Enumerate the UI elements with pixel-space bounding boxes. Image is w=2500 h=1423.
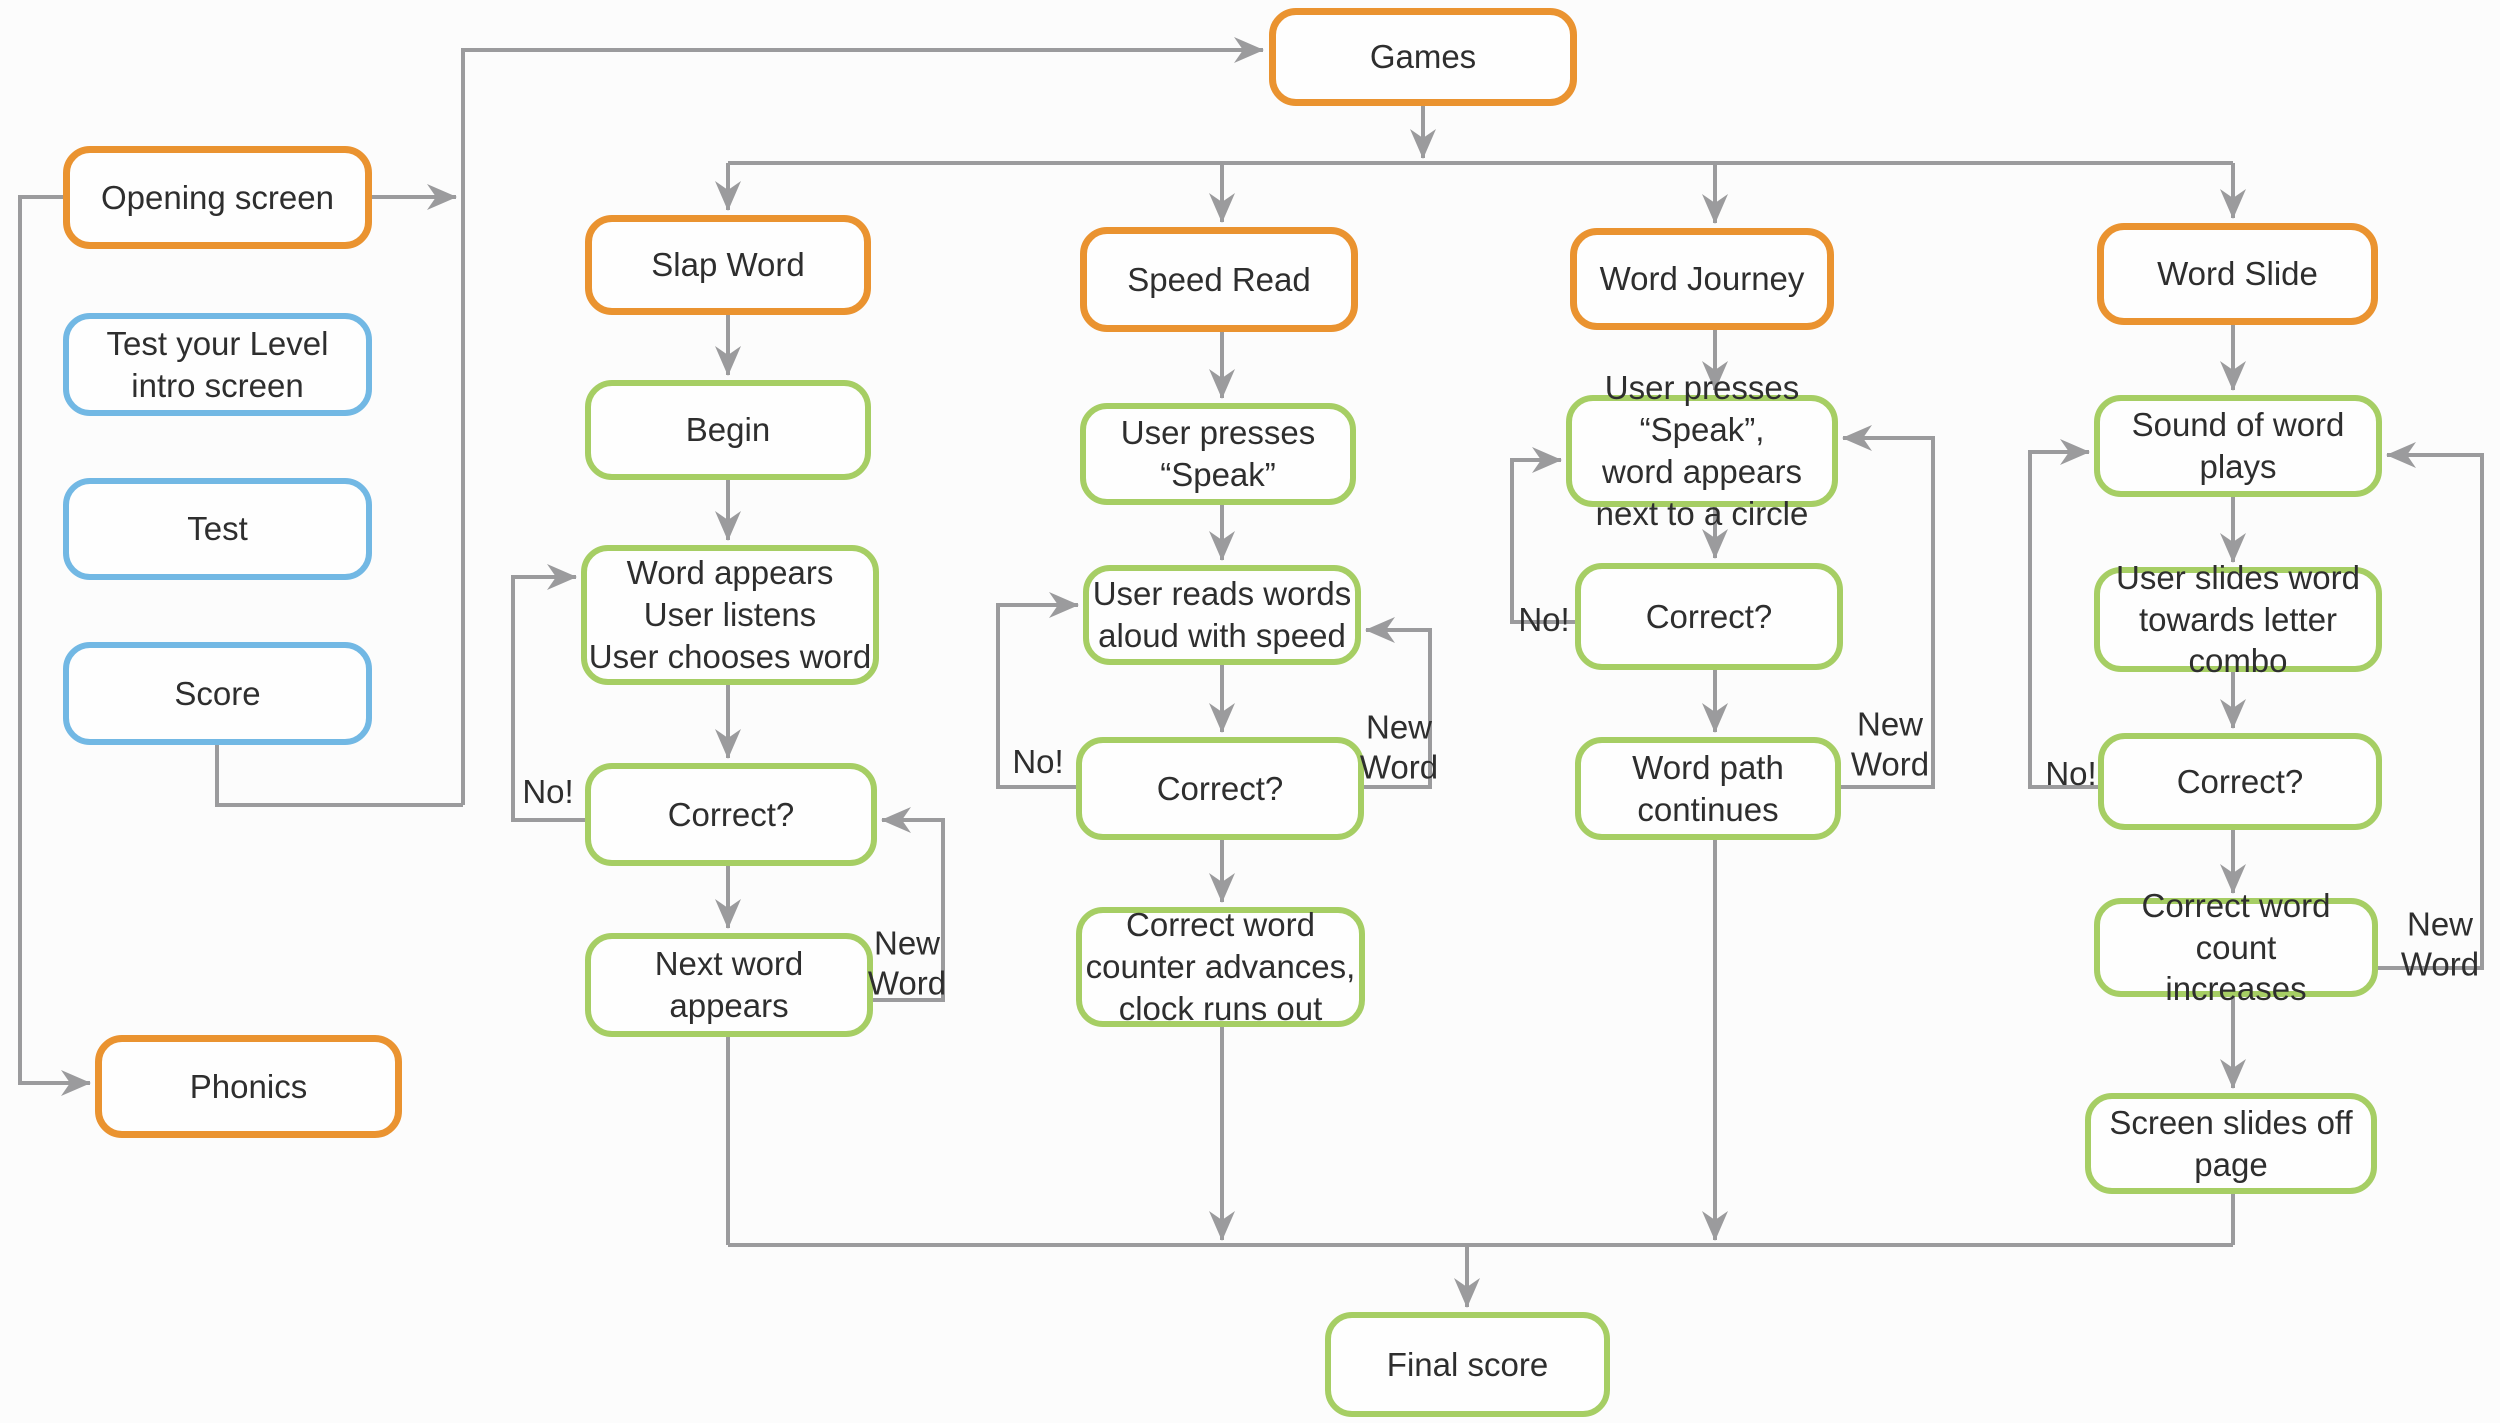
node-begin: Begin — [585, 380, 871, 480]
node-label-games: Games — [1369, 38, 1477, 76]
node-label-speed-read: Speed Read — [1127, 260, 1311, 298]
edge-speed-new-word-loop — [1364, 617, 1432, 789]
node-correct-sr: Correct? — [1076, 737, 1364, 840]
speed-no-label: No! — [1012, 743, 1064, 781]
node-label-final-score: Final score — [1386, 1345, 1549, 1383]
node-word-journey: Word Journey — [1570, 228, 1834, 330]
node-label-word-journey: Word Journey — [1599, 260, 1805, 298]
node-label-user-presses-speak-wj: User presses “Speak”, word appears next … — [1595, 369, 1809, 532]
node-word-appears: Word appears User listens User chooses w… — [581, 545, 879, 685]
node-slap-word: Slap Word — [585, 215, 871, 315]
node-user-reads-words: User reads words aloud with speed — [1083, 565, 1361, 665]
node-label-opening-screen: Opening screen — [101, 178, 334, 216]
edge-opening-to-phonics — [18, 195, 91, 1096]
slap-no-label: No! — [522, 773, 574, 811]
node-count-increases: Correct word count increases — [2094, 887, 2378, 1007]
edge-score-down-to-riser — [215, 745, 463, 807]
node-sound-of-word-plays: Sound of word plays — [2094, 395, 2382, 497]
node-screen-slides: Screen slides off page — [2085, 1093, 2377, 1194]
node-user-slides-word: User slides word towards letter combo — [2094, 559, 2382, 679]
node-label-word-appears: Word appears User listens User chooses w… — [588, 554, 872, 675]
node-label-correct-ws: Correct? — [2176, 762, 2304, 800]
edge-slap-no-loop — [511, 564, 585, 822]
node-label-screen-slides: Screen slides off page — [2109, 1103, 2353, 1183]
node-final-score: Final score — [1325, 1312, 1610, 1417]
journey-no-label: No! — [1518, 601, 1570, 639]
slap-new-word-label: New Word — [867, 924, 947, 1001]
edge-journey-no-loop — [1510, 447, 1575, 624]
node-counter-advances: Correct word counter advances, clock run… — [1076, 906, 1365, 1027]
node-label-user-reads-words: User reads words aloud with speed — [1092, 575, 1352, 654]
node-label-correct-sr: Correct? — [1156, 769, 1284, 807]
node-label-user-presses-speak-sr: User presses “Speak” — [1120, 414, 1316, 493]
node-label-sound-of-word-plays: Sound of word plays — [2131, 406, 2345, 485]
node-games: Games — [1269, 8, 1577, 106]
node-correct-wj: Correct? — [1575, 563, 1843, 670]
edge-journey-new-word-loop — [1841, 425, 1935, 789]
journey-new-word-label: New Word — [1850, 705, 1930, 782]
edge-slide-new-word-loop — [2378, 442, 2484, 970]
edge-speed-no-loop — [996, 592, 1079, 789]
node-user-presses-speak-wj: User presses “Speak”, word appears next … — [1566, 369, 1838, 532]
node-correct-ws: Correct? — [2098, 733, 2382, 830]
node-label-correct-wj: Correct? — [1645, 597, 1773, 635]
node-test-your-level: Test your Level intro screen — [63, 313, 372, 416]
node-next-word-appears: Next word appears — [585, 933, 873, 1037]
edge-riser-up-to-games — [461, 37, 1264, 805]
node-label-test: Test — [187, 510, 248, 548]
node-label-test-your-level: Test your Level intro screen — [106, 324, 329, 404]
node-score: Score — [63, 642, 372, 745]
node-label-begin: Begin — [685, 411, 771, 449]
node-label-word-slide: Word Slide — [2157, 255, 2318, 293]
node-user-presses-speak-sr: User presses “Speak” — [1080, 403, 1356, 505]
speed-new-word-label: New Word — [1359, 708, 1439, 785]
node-word-slide: Word Slide — [2097, 223, 2378, 325]
slide-no-label: No! — [2045, 755, 2097, 793]
node-phonics: Phonics — [95, 1035, 402, 1138]
edge-slap-new-word-loop — [873, 807, 945, 1002]
node-test: Test — [63, 478, 372, 580]
slide-new-word-label: New Word — [2400, 905, 2480, 982]
node-label-score: Score — [174, 674, 261, 712]
edge-slide-no-loop — [2028, 439, 2098, 789]
node-label-counter-advances: Correct word counter advances, clock run… — [1085, 906, 1356, 1027]
node-label-user-slides-word: User slides word towards letter combo — [2116, 558, 2360, 680]
node-label-next-word-appears: Next word appears — [654, 945, 804, 1024]
node-label-slap-word: Slap Word — [651, 246, 805, 284]
node-label-phonics: Phonics — [189, 1067, 308, 1105]
node-word-path-continues: Word path continues — [1575, 737, 1841, 840]
node-correct-slap: Correct? — [585, 763, 877, 866]
node-label-correct-slap: Correct? — [667, 795, 795, 833]
node-label-count-increases: Correct word count increases — [2141, 886, 2331, 1008]
node-opening-screen: Opening screen — [63, 146, 372, 249]
node-speed-read: Speed Read — [1080, 227, 1358, 332]
node-label-word-path-continues: Word path continues — [1632, 748, 1784, 828]
